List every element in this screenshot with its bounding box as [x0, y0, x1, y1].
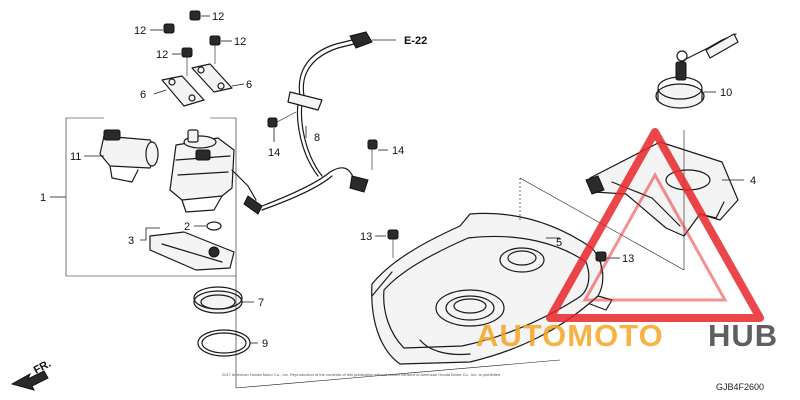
part-number-14-left: 14 — [268, 147, 280, 159]
bolt-12-d — [209, 35, 221, 64]
part-number-14-right: 14 — [392, 145, 404, 157]
bolt-13-left — [387, 229, 399, 258]
part-number-12-a: 12 — [134, 25, 146, 37]
part-number-9: 9 — [262, 338, 268, 350]
fuel-pump-unit — [169, 129, 263, 215]
reference-label-e22: E-22 — [404, 35, 427, 47]
fuel-hose-lower — [261, 167, 359, 207]
part-number-11: 11 — [70, 151, 81, 163]
fuel-tank — [371, 212, 613, 365]
clamp-14-left — [267, 111, 297, 128]
part-number-7: 7 — [258, 297, 264, 309]
fuel-filler-cap — [655, 33, 739, 109]
o-ring-small — [206, 221, 222, 231]
part-number-5: 5 — [556, 237, 562, 249]
part-number-12-b: 12 — [212, 11, 224, 23]
seal-7 — [193, 286, 243, 314]
watermark-brand-part1: AUTOMOTO — [476, 318, 664, 353]
bracket-6-left — [161, 75, 205, 107]
watermark-logo: AUTOMOTO HUB — [476, 128, 778, 353]
part-number-8: 8 — [314, 132, 320, 144]
fuel-filter — [149, 231, 235, 271]
part-number-12-c: 12 — [156, 49, 168, 61]
copyright-notice: 2017 American Honda Motor Co., Inc. Repr… — [222, 372, 500, 377]
part-number-13-right: 13 — [622, 253, 634, 265]
bracket-6-right — [191, 63, 233, 93]
clamp-14-right — [367, 139, 378, 170]
warning-triangle-icon — [546, 128, 764, 322]
part-number-10: 10 — [720, 87, 732, 99]
part-number-1: 1 — [40, 192, 46, 204]
front-direction-arrow: FR. — [10, 358, 53, 391]
part-number-2: 2 — [184, 221, 190, 233]
drawing-code: GJB4F2600 — [716, 382, 764, 392]
bolt-12-b — [189, 10, 201, 21]
fuel-pump-assembly-group: 1 11 2 — [40, 117, 263, 277]
part-number-12-d: 12 — [234, 36, 246, 48]
part-number-6-left: 6 — [140, 89, 146, 101]
bracket-and-bolts-group: 6 6 12 12 12 12 — [134, 10, 252, 107]
fuel-hose-group: E-22 8 14 14 — [261, 31, 427, 211]
fuel-pump-motor: 11 — [70, 129, 159, 183]
bolt-13-right — [595, 251, 607, 274]
part-number-13-left: 13 — [360, 231, 372, 243]
watermark-brand-part2: HUB — [708, 318, 778, 353]
part-number-6-right: 6 — [246, 79, 252, 91]
bolt-12-c — [181, 47, 193, 76]
front-label: FR. — [32, 358, 53, 377]
bolt-12-a — [163, 23, 175, 34]
part-number-4: 4 — [750, 175, 756, 187]
part-number-3: 3 — [128, 235, 134, 247]
o-ring-9 — [197, 329, 251, 357]
